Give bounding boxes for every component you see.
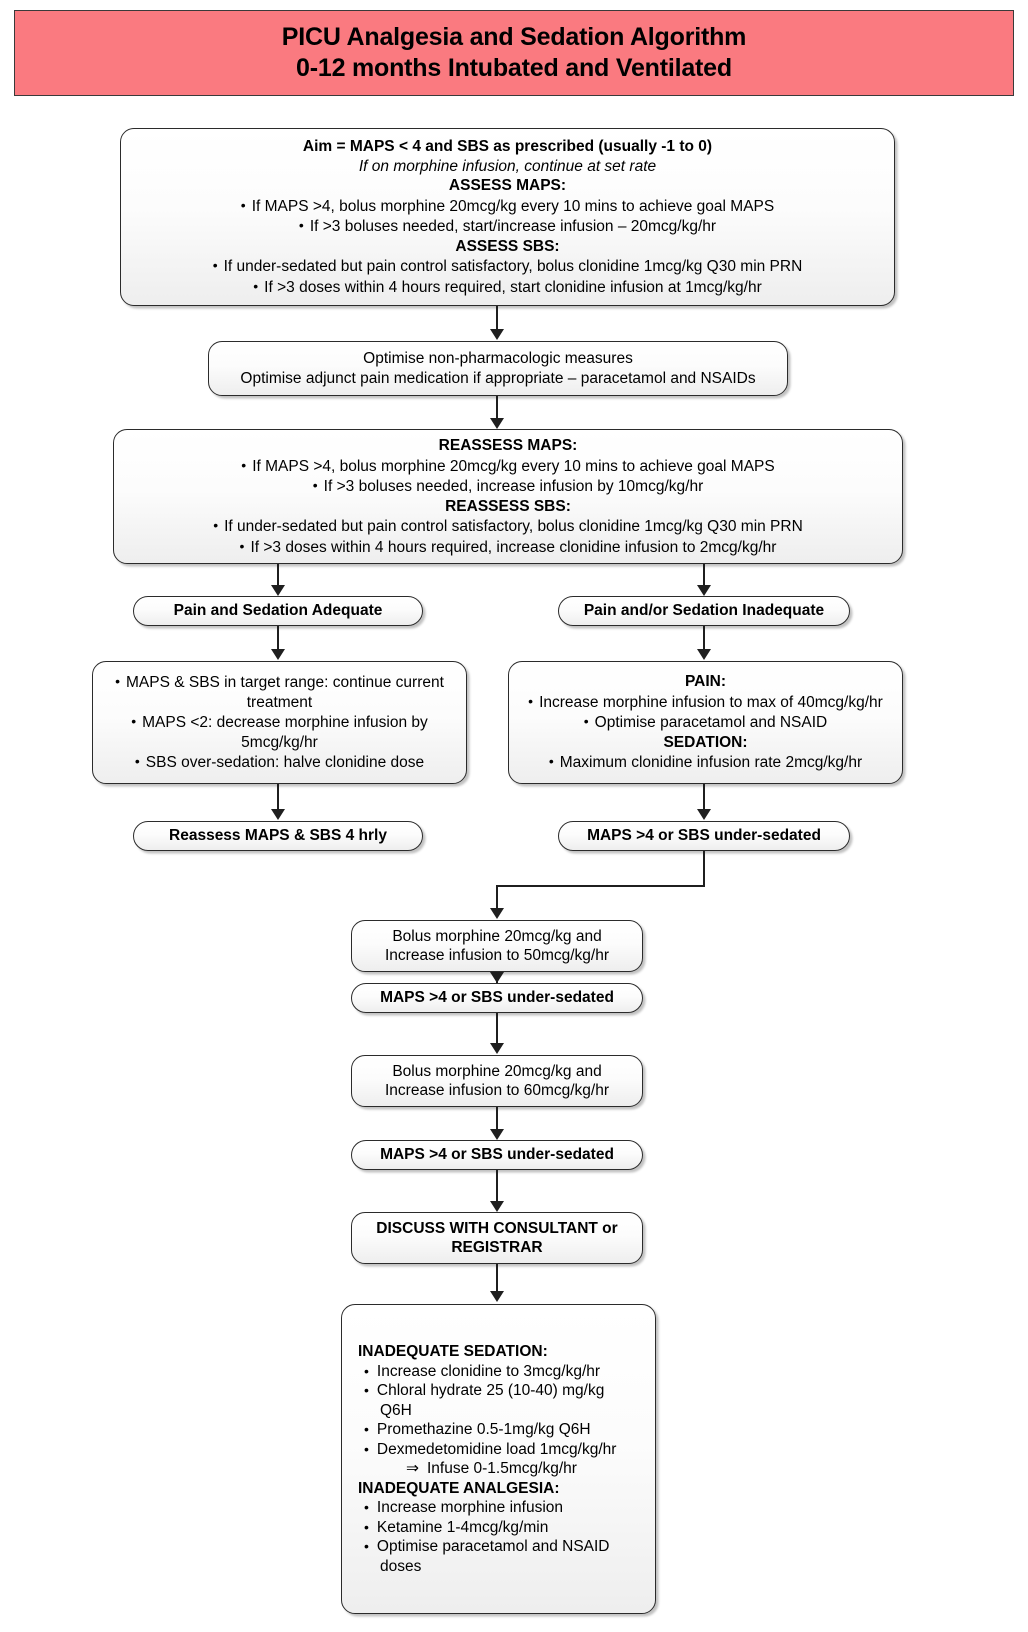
final-analgesia-item-2: Ketamine 1-4mcg/kg/min bbox=[358, 1518, 639, 1538]
adequate-bullet-3: SBS over-sedation: halve clonidine dose bbox=[103, 752, 456, 773]
undersedated-1-label: MAPS >4 or SBS under-sedated bbox=[587, 827, 821, 845]
node-discuss-consultant: DISCUSS WITH CONSULTANT or REGISTRAR bbox=[351, 1212, 643, 1264]
undersedated-3-label: MAPS >4 or SBS under-sedated bbox=[380, 1146, 614, 1164]
node-optimise: Optimise non-pharmacologic measures Opti… bbox=[208, 341, 788, 396]
final-sedation-item-4: Dexmedetomidine load 1mcg/kg/hr bbox=[358, 1440, 639, 1460]
node-reassess-4-hrly: Reassess MAPS & SBS 4 hrly bbox=[133, 821, 423, 851]
arrowhead-adequate-detail-to-reassess4hrly bbox=[271, 809, 285, 820]
discuss-line-2: REGISTRAR bbox=[451, 1239, 543, 1256]
inadequate-bullet-2: Optimise paracetamol and NSAID bbox=[519, 712, 892, 733]
final-sedation-item-4-sub: Infuse 0-1.5mcg/kg/hr bbox=[358, 1459, 639, 1479]
inadequate-heading-sedation: SEDATION: bbox=[663, 733, 748, 751]
final-sedation-item-2: Chloral hydrate 25 (10-40) mg/kg Q6H bbox=[358, 1381, 639, 1420]
bolus60-line-2: Increase infusion to 60mcg/kg/hr bbox=[384, 1082, 609, 1099]
connector-undersedated3-to-discuss bbox=[496, 1170, 499, 1205]
connector-reassess-to-adequate bbox=[277, 564, 280, 587]
inadequate-bullet-1: Increase morphine infusion to max of 40m… bbox=[519, 692, 892, 713]
arrowhead-undersedated2-to-bolus60 bbox=[490, 1043, 504, 1054]
page-title-banner: PICU Analgesia and Sedation Algorithm 0-… bbox=[14, 10, 1014, 96]
banner-line-2: 0-12 months Intubated and Ventilated bbox=[296, 54, 732, 82]
connector-undersedated1-to-bolus50 bbox=[496, 885, 499, 911]
arrowhead-reassess-to-inadequate bbox=[697, 585, 711, 596]
node-final-options: INADEQUATE SEDATION: Increase clonidine … bbox=[341, 1304, 656, 1614]
reassess-4hrly-label: Reassess MAPS & SBS 4 hrly bbox=[169, 827, 387, 845]
connector-inadequate-to-detail bbox=[703, 626, 706, 653]
assess-heading-sbs: ASSESS SBS: bbox=[455, 237, 560, 255]
banner-line-1: PICU Analgesia and Sedation Algorithm bbox=[281, 23, 747, 51]
final-analgesia-item-3: Optimise paracetamol and NSAID doses bbox=[358, 1537, 639, 1576]
arrowhead-assess-to-optimise bbox=[490, 329, 504, 340]
final-sedation-item-3: Promethazine 0.5-1mg/kg Q6H bbox=[358, 1420, 639, 1440]
final-heading-sedation: INADEQUATE SEDATION: bbox=[358, 1343, 548, 1360]
arrowhead-inadequate-detail-to-undersedated bbox=[697, 809, 711, 820]
reassess-heading-sbs: REASSESS SBS: bbox=[445, 497, 571, 515]
node-undersedated-1: MAPS >4 or SBS under-sedated bbox=[558, 821, 850, 851]
assess-bullet-3: If under-sedated but pain control satisf… bbox=[131, 256, 884, 277]
connector-optimise-to-reassess bbox=[496, 396, 499, 420]
discuss-line-1: DISCUSS WITH CONSULTANT or bbox=[376, 1219, 618, 1237]
arrowhead-bolus60-to-undersedated3 bbox=[490, 1129, 504, 1140]
assess-title: Aim = MAPS < 4 and SBS as prescribed (us… bbox=[302, 138, 713, 155]
optimise-line-1: Optimise non-pharmacologic measures bbox=[363, 350, 633, 367]
assess-heading-maps: ASSESS MAPS: bbox=[448, 177, 567, 194]
inadequate-label: Pain and/or Sedation Inadequate bbox=[583, 602, 825, 620]
connector-adequate-detail-to-reassess4hrly bbox=[277, 784, 280, 812]
node-reassess: REASSESS MAPS: If MAPS >4, bolus morphin… bbox=[113, 429, 903, 564]
reassess-bullet-4: If >3 doses within 4 hours required, inc… bbox=[124, 537, 892, 558]
reassess-bullet-1: If MAPS >4, bolus morphine 20mcg/kg ever… bbox=[124, 456, 892, 477]
final-sedation-item-1: Increase clonidine to 3mcg/kg/hr bbox=[358, 1362, 639, 1382]
connector-adequate-to-detail bbox=[277, 626, 280, 653]
assess-bullet-1: If MAPS >4, bolus morphine 20mcg/kg ever… bbox=[131, 196, 884, 217]
optimise-line-2: Optimise adjunct pain medication if appr… bbox=[240, 369, 756, 387]
connector-reassess-to-inadequate bbox=[703, 564, 706, 587]
arrowhead-undersedated3-to-discuss bbox=[490, 1201, 504, 1212]
node-assess: Aim = MAPS < 4 and SBS as prescribed (us… bbox=[120, 128, 895, 306]
arrowhead-reassess-to-adequate bbox=[271, 585, 285, 596]
assess-bullet-2: If >3 boluses needed, start/increase inf… bbox=[131, 216, 884, 237]
bolus50-line-2: Increase infusion to 50mcg/kg/hr bbox=[384, 947, 609, 964]
reassess-heading-maps: REASSESS MAPS: bbox=[438, 437, 578, 454]
adequate-bullet-1: MAPS & SBS in target range: continue cur… bbox=[103, 672, 456, 712]
arrowhead-optimise-to-reassess bbox=[490, 418, 504, 429]
connector-undersedated1-down bbox=[703, 851, 706, 887]
connector-undersedated2-to-bolus60 bbox=[496, 1013, 499, 1046]
reassess-bullet-3: If under-sedated but pain control satisf… bbox=[124, 516, 892, 537]
final-analgesia-item-1: Increase morphine infusion bbox=[358, 1498, 639, 1518]
arrowhead-inadequate-to-detail bbox=[697, 649, 711, 660]
bolus50-line-1: Bolus morphine 20mcg/kg and bbox=[392, 927, 602, 945]
assess-bullet-4: If >3 doses within 4 hours required, sta… bbox=[131, 277, 884, 298]
node-bolus-60: Bolus morphine 20mcg/kg and Increase inf… bbox=[351, 1055, 643, 1107]
arrowhead-to-bolus50 bbox=[490, 908, 504, 919]
connector-undersedated1-left bbox=[496, 885, 705, 888]
reassess-bullet-2: If >3 boluses needed, increase infusion … bbox=[124, 476, 892, 497]
undersedated-2-label: MAPS >4 or SBS under-sedated bbox=[380, 989, 614, 1007]
assess-subtitle: If on morphine infusion, continue at set… bbox=[358, 157, 657, 175]
arrowhead-bolus50-to-undersedated2 bbox=[490, 972, 504, 983]
node-pain-sedation-inadequate: Pain and/or Sedation Inadequate bbox=[558, 596, 850, 626]
bolus60-line-1: Bolus morphine 20mcg/kg and bbox=[392, 1062, 602, 1080]
node-undersedated-3: MAPS >4 or SBS under-sedated bbox=[351, 1140, 643, 1170]
node-pain-sedation-adequate: Pain and Sedation Adequate bbox=[133, 596, 423, 626]
final-heading-analgesia: INADEQUATE ANALGESIA: bbox=[358, 1479, 560, 1497]
inadequate-heading-pain: PAIN: bbox=[684, 673, 727, 691]
connector-bolus60-to-undersedated3 bbox=[496, 1107, 499, 1136]
adequate-label: Pain and Sedation Adequate bbox=[173, 602, 383, 620]
node-bolus-50: Bolus morphine 20mcg/kg and Increase inf… bbox=[351, 920, 643, 972]
inadequate-bullet-3: Maximum clonidine infusion rate 2mcg/kg/… bbox=[519, 752, 892, 773]
node-inadequate-detail: PAIN: Increase morphine infusion to max … bbox=[508, 661, 903, 784]
connector-assess-to-optimise bbox=[496, 306, 499, 333]
node-adequate-detail: MAPS & SBS in target range: continue cur… bbox=[92, 661, 467, 784]
adequate-bullet-2: MAPS <2: decrease morphine infusion by 5… bbox=[103, 712, 456, 752]
connector-inadequate-detail-to-undersedated bbox=[703, 784, 706, 812]
connector-discuss-to-final bbox=[496, 1264, 499, 1295]
node-undersedated-2: MAPS >4 or SBS under-sedated bbox=[351, 983, 643, 1013]
arrowhead-discuss-to-final bbox=[490, 1291, 504, 1302]
arrowhead-adequate-to-detail bbox=[271, 649, 285, 660]
